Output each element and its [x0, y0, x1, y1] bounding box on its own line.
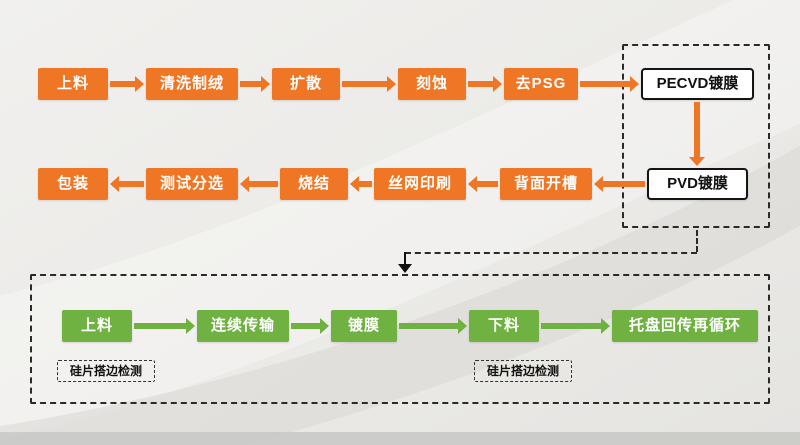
- step-coating: 镀膜: [331, 310, 397, 342]
- step-etching: 刻蚀: [398, 68, 466, 100]
- step-rear-grooving: 背面开槽: [500, 168, 592, 200]
- step-sintering: 烧结: [280, 168, 348, 200]
- connector-dashed-vertical: [696, 230, 698, 252]
- step-unloading: 下料: [469, 310, 539, 342]
- flow-arrow-right-icon: [580, 76, 639, 92]
- flow-arrow-right-icon: [110, 76, 144, 92]
- step-psg-removal: 去PSG: [504, 68, 578, 100]
- step-screen-printing: 丝网印刷: [374, 168, 466, 200]
- step-diffusion: 扩散: [272, 68, 340, 100]
- connector-arrow-stem: [404, 252, 406, 265]
- connector-arrow-down-icon: [398, 264, 412, 273]
- step-continuous-transfer: 连续传输: [197, 310, 289, 342]
- flow-arrow-right-icon: [291, 318, 329, 334]
- step-pecvd-coating: PECVD镀膜: [641, 68, 754, 100]
- step-cleaning-texturing: 清洗制绒: [146, 68, 238, 100]
- flow-arrow-down-icon: [689, 102, 705, 166]
- connector-dashed-horizontal: [405, 252, 697, 254]
- flow-arrow-right-icon: [399, 318, 467, 334]
- flow-arrow-right-icon: [342, 76, 396, 92]
- wafer-edge-inspection-label: 硅片搭边检测: [474, 360, 572, 382]
- flow-arrow-right-icon: [468, 76, 502, 92]
- flow-arrow-right-icon: [134, 318, 195, 334]
- flow-arrow-left-icon: [468, 176, 498, 192]
- step-pvd-coating: PVD镀膜: [647, 168, 748, 200]
- step-packaging: 包装: [38, 168, 108, 200]
- wafer-edge-inspection-label: 硅片搭边检测: [57, 360, 155, 382]
- coating-steps-dashed-box: [622, 44, 770, 228]
- flow-arrow-left-icon: [594, 176, 645, 192]
- flow-arrow-right-icon: [541, 318, 610, 334]
- flow-arrow-left-icon: [350, 176, 372, 192]
- flow-arrow-left-icon: [110, 176, 144, 192]
- step-loading: 上料: [38, 68, 108, 100]
- flow-arrow-left-icon: [240, 176, 278, 192]
- step-tray-return-recycle: 托盘回传再循环: [612, 310, 758, 342]
- coater-detail-dashed-box: [30, 274, 770, 404]
- flow-arrow-right-icon: [240, 76, 270, 92]
- step-coater-loading: 上料: [62, 310, 132, 342]
- step-test-sorting: 测试分选: [146, 168, 238, 200]
